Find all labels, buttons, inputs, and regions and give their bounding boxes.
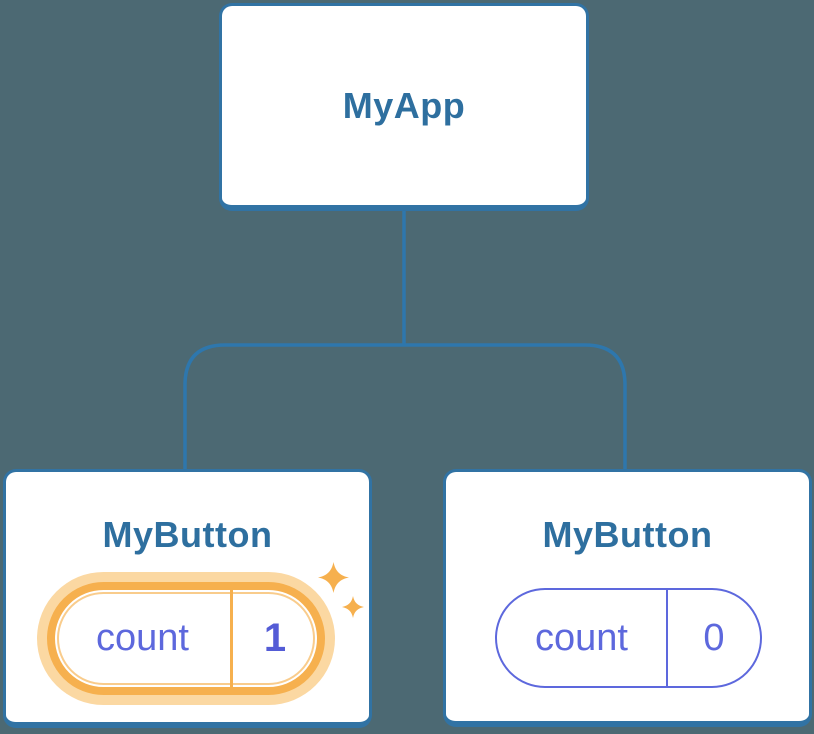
state-key-cell: count <box>497 590 666 686</box>
state-pill-divider <box>230 590 233 687</box>
state-key-label: count <box>535 616 628 659</box>
state-value-label: 1 <box>263 616 287 660</box>
state-pill-highlighted: count 1 <box>47 582 325 695</box>
mybutton-node-label: MyButton <box>102 514 273 555</box>
state-pill-divider <box>666 590 668 686</box>
state-key-cell: count <box>55 590 230 687</box>
myapp-node: MyApp <box>219 3 589 211</box>
mybutton-node-label: MyButton <box>542 514 713 555</box>
state-value-cell: 0 <box>668 590 760 686</box>
mybutton-node: MyButton count 0 <box>443 469 812 727</box>
mybutton-node-highlighted: MyButton count 1 <box>3 469 372 728</box>
state-pill: count 0 <box>495 588 762 688</box>
sparkle-icon <box>342 596 364 618</box>
state-key-label: count <box>96 617 189 659</box>
sparkle-icon <box>318 562 349 593</box>
state-value-label: 0 <box>703 616 725 659</box>
myapp-node-label: MyApp <box>342 84 466 126</box>
state-value-cell: 1 <box>233 590 317 687</box>
